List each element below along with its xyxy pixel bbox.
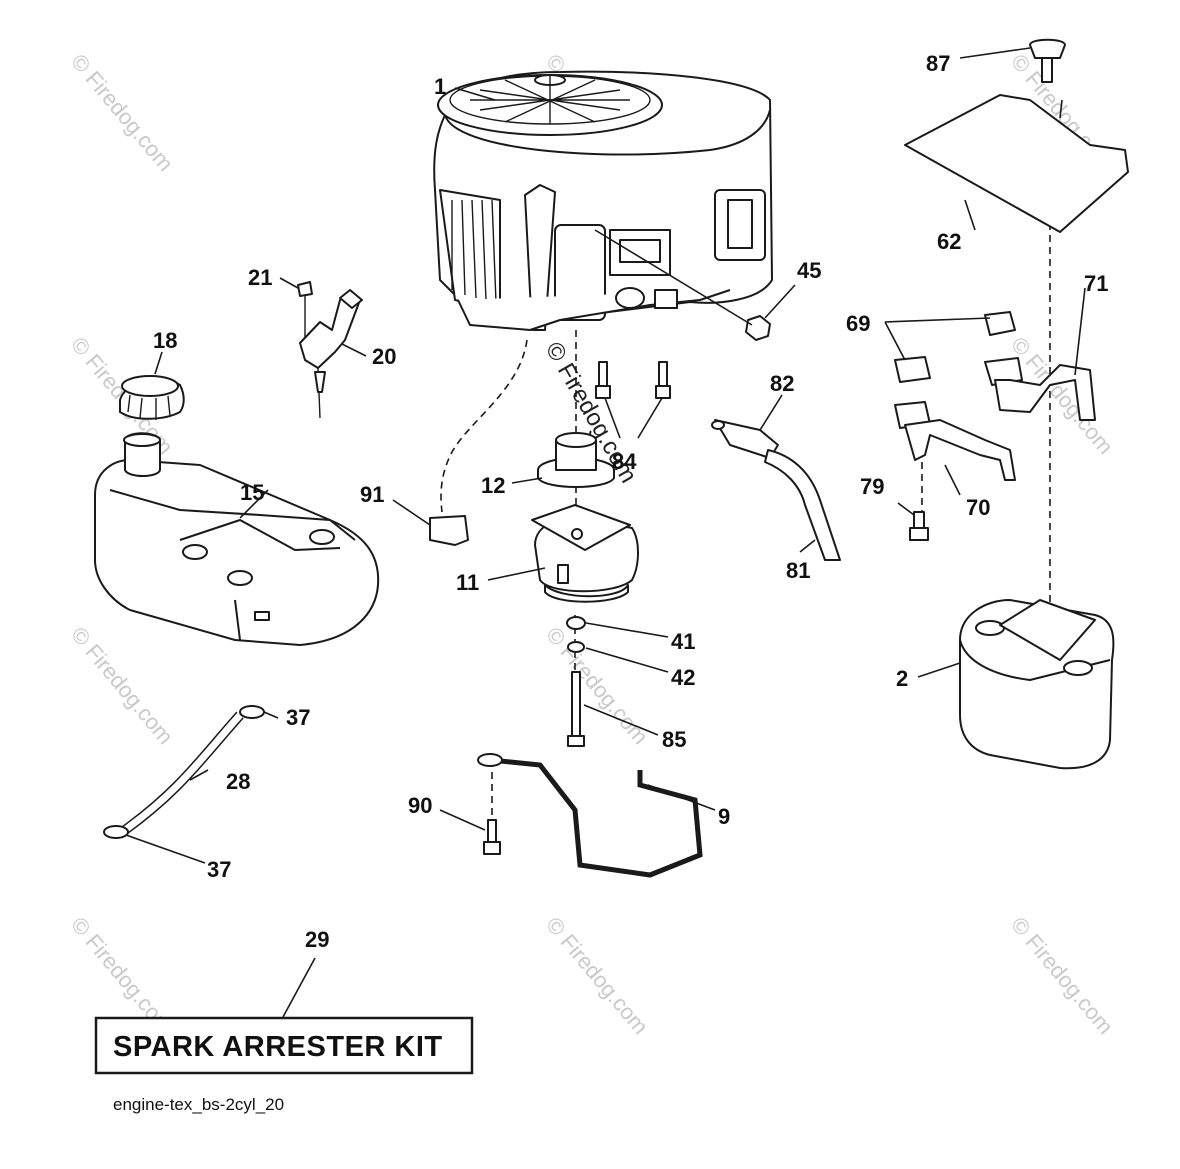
callout-70: 70 [966,495,990,520]
lock-washer [567,641,585,653]
screw [909,511,929,541]
callout-79: 79 [860,474,884,499]
callout-81: 81 [786,558,810,583]
callout-21: 21 [248,265,272,290]
callout-37-bottom: 37 [207,857,231,882]
spark-arrester-kit: SPARK ARRESTER KIT [94,1016,474,1075]
callout-69: 69 [846,311,870,336]
callout-45: 45 [797,258,821,283]
rod [489,757,703,878]
muffler [959,599,1115,770]
callout-labels: 1 87 62 21 20 45 69 71 18 82 84 79 70 12… [153,51,1108,952]
fuel-tank [94,432,380,646]
watermark: © Firedog.com [1006,912,1118,1039]
exhaust-pipes [894,311,1096,481]
callout-15: 15 [240,480,264,505]
clutch-bolt [567,671,585,747]
spark-arrester-kit-label: SPARK ARRESTER KIT [113,1031,443,1063]
engine [433,70,773,331]
callout-84: 84 [612,449,637,474]
callout-20: 20 [372,344,396,369]
callout-11: 11 [456,570,479,595]
watermark: © Firedog.com [66,49,178,176]
callout-29: 29 [305,927,329,952]
fuel-line [103,705,265,839]
mount-bolts [595,361,671,399]
rod-bolt [483,819,501,855]
heat-shield [904,94,1129,233]
diagram-reference: engine-tex_bs-2cyl_20 [113,1095,284,1114]
callout-87: 87 [926,51,950,76]
callout-37-top: 37 [286,705,310,730]
callout-41: 41 [671,629,695,654]
washer [566,616,586,630]
nut [745,315,771,341]
bushing [429,515,469,546]
callout-90: 90 [408,793,432,818]
callout-28: 28 [226,769,250,794]
callout-2: 2 [896,666,908,691]
callout-71: 71 [1084,271,1108,296]
callout-18: 18 [153,328,177,353]
watermark: © Firedog.com [541,912,653,1039]
callout-82: 82 [770,371,794,396]
callout-9: 9 [718,804,730,829]
spark-arrester-kit-box [94,1016,474,1075]
rod-loop [477,753,503,767]
knob [1029,38,1066,83]
callout-91: 91 [360,482,384,507]
pto-clutch [531,504,639,603]
callout-85: 85 [662,727,686,752]
callout-62: 62 [937,229,961,254]
callout-1: 1 [434,74,446,99]
pulley [537,432,615,488]
throttle-bracket [297,281,363,419]
leader-lines [125,47,1086,1018]
watermark: © Firedog.com [541,622,653,749]
spark-arrester-tube [711,419,841,561]
callout-42: 42 [671,665,695,690]
watermark: © Firedog.com [66,622,178,749]
fuel-cap [119,375,185,420]
callout-12: 12 [481,473,505,498]
